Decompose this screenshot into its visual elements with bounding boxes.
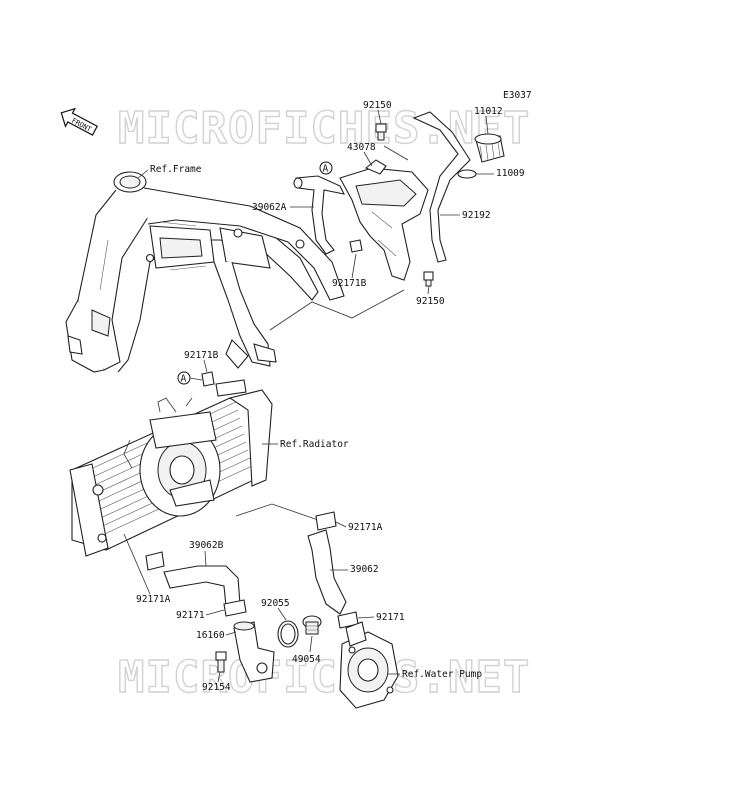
label-43078: 43078 [347,142,376,153]
label-11012: 11012 [474,106,503,117]
label-39062: 39062 [350,564,379,575]
label-92055: 92055 [261,598,290,609]
label-92192: 92192 [462,210,491,221]
label-92171-right: 92171 [376,612,405,623]
clamp-92171a-right [315,511,337,531]
callout-a-top [319,161,333,175]
thermostat-housing [233,621,275,683]
label-92150-bottom: 92150 [416,296,445,307]
label-49054: 49054 [292,654,321,665]
thermostat [302,615,322,635]
label-92171-left: 92171 [176,610,205,621]
label-39062b: 39062B [189,540,224,551]
overflow-hose [412,111,471,263]
label-92150-top: 92150 [363,100,392,111]
bolt-92150-bottom [423,271,434,287]
water-pump [339,621,399,709]
clamp-92171-left [223,599,247,617]
reservoir-tank [339,159,429,281]
label-11009: 11009 [496,168,525,179]
label-92171a-left: 92171A [136,594,171,605]
watermark-top: MICROFICHES.NET [118,103,530,154]
hose-39062b [163,565,241,607]
diagram-code: E3037 [503,90,532,101]
label-16160: 16160 [196,630,225,641]
label-92171b-mid: 92171B [184,350,219,361]
clamp-92171a-left [145,551,165,571]
front-arrow-icon: FRONT [60,107,99,136]
hose-39062 [307,529,347,615]
clamp-92171b-mid [201,371,215,387]
bolt-92154 [215,651,227,673]
callout-a-top-text: A [323,164,329,175]
ref-frame-label: Ref.Frame [150,164,202,175]
callout-a-mid-text: A [181,374,187,385]
reservoir-cap [474,133,505,163]
label-39062a: 39062A [252,202,287,213]
watermark-bottom: MICROFICHES.NET [118,652,530,703]
radiator-assembly [69,379,273,557]
ref-water-pump-label: Ref.Water Pump [402,669,482,680]
label-92171b-top: 92171B [332,278,367,289]
bolt-92150-top [375,123,387,141]
cap-o-ring [457,169,477,179]
label-92171a-right: 92171A [348,522,383,533]
hose-39062a [295,175,345,255]
ref-radiator-label: Ref.Radiator [280,439,349,450]
label-92154: 92154 [202,682,231,693]
frame-illustration [65,171,345,373]
clamp-92171b-top [349,239,363,253]
